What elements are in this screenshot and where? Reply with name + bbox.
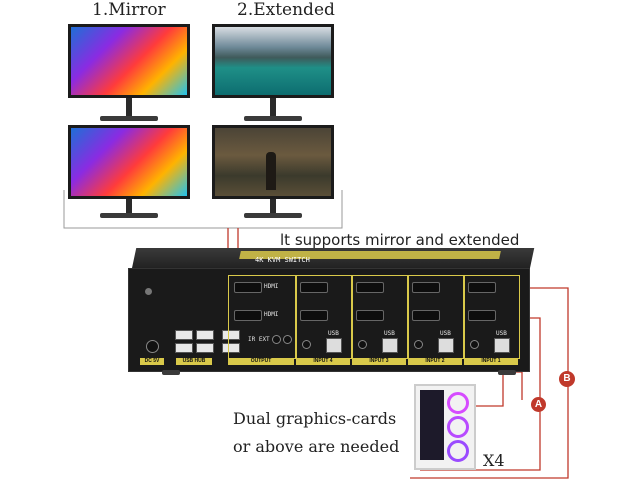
dc-label: DC 5V <box>140 358 164 365</box>
output-audio-jack[interactable] <box>272 335 281 344</box>
usb-port-5[interactable] <box>222 330 240 340</box>
output-hdmi-2[interactable] <box>234 310 262 321</box>
multiplier-label: X4 <box>483 451 505 470</box>
input-1-label: INPUT 1 <box>464 358 518 365</box>
ir-ext-label: IR EXT <box>248 336 270 343</box>
input-3-audio-jack[interactable] <box>358 340 367 349</box>
usb-hub-port-4[interactable] <box>196 343 214 353</box>
fan-ring-2 <box>447 416 469 438</box>
extended-caption: 2.Extended <box>237 0 335 20</box>
usb-hub-port-3[interactable] <box>196 330 214 340</box>
input-3-label: INPUT 3 <box>352 358 406 365</box>
input-3-hdmi-2[interactable] <box>356 310 384 321</box>
input-1-hdmi-1[interactable] <box>468 282 496 293</box>
output-hdmi-1[interactable] <box>234 282 262 293</box>
fan-ring-3 <box>447 440 469 462</box>
input-3-hdmi-1[interactable] <box>356 282 384 293</box>
dc-power-jack[interactable] <box>146 340 159 353</box>
input-2-usb-label: USB <box>440 330 451 337</box>
input-3-usb-b[interactable] <box>382 338 398 353</box>
output-hdmi-2-label: HDMI <box>264 311 279 318</box>
marker-b: B <box>559 371 575 387</box>
mirror-caption: 1.Mirror <box>92 0 166 20</box>
output-label: OUTPUT <box>228 358 294 365</box>
dual-gpu-line-2: or above are needed <box>233 437 400 456</box>
input-3-usb-label: USB <box>384 330 395 337</box>
input-1-usb-b[interactable] <box>494 338 510 353</box>
input-2-usb-b[interactable] <box>438 338 454 353</box>
game-character <box>266 152 276 190</box>
supports-caption: lt supports mirror and extended <box>280 231 520 249</box>
input-2-label: INPUT 2 <box>408 358 462 365</box>
input-4-hdmi-2[interactable] <box>300 310 328 321</box>
input-4-usb-b[interactable] <box>326 338 342 353</box>
output-hdmi-1-label: HDMI <box>264 283 279 290</box>
usb-hub-port-2[interactable] <box>175 343 193 353</box>
input-2-hdmi-1[interactable] <box>412 282 440 293</box>
usb-hub-port-1[interactable] <box>175 330 193 340</box>
input-1-audio-jack[interactable] <box>470 340 479 349</box>
input-4-label: INPUT 4 <box>296 358 350 365</box>
usb-hub-label: USB HUB <box>176 358 212 365</box>
input-2-audio-jack[interactable] <box>414 340 423 349</box>
input-4-usb-label: USB <box>328 330 339 337</box>
input-1-usb-label: USB <box>496 330 507 337</box>
marker-a: A <box>531 397 546 412</box>
input-4-hdmi-1[interactable] <box>300 282 328 293</box>
input-4-audio-jack[interactable] <box>302 340 311 349</box>
fan-ring-1 <box>447 392 469 414</box>
brand-label: 4K KVM SWITCH <box>255 256 310 264</box>
input-2-hdmi-2[interactable] <box>412 310 440 321</box>
input-1-hdmi-2[interactable] <box>468 310 496 321</box>
dual-gpu-line-1: Dual graphics-cards <box>233 409 397 428</box>
usb-port-6[interactable] <box>222 343 240 353</box>
output-mic-jack[interactable] <box>283 335 292 344</box>
